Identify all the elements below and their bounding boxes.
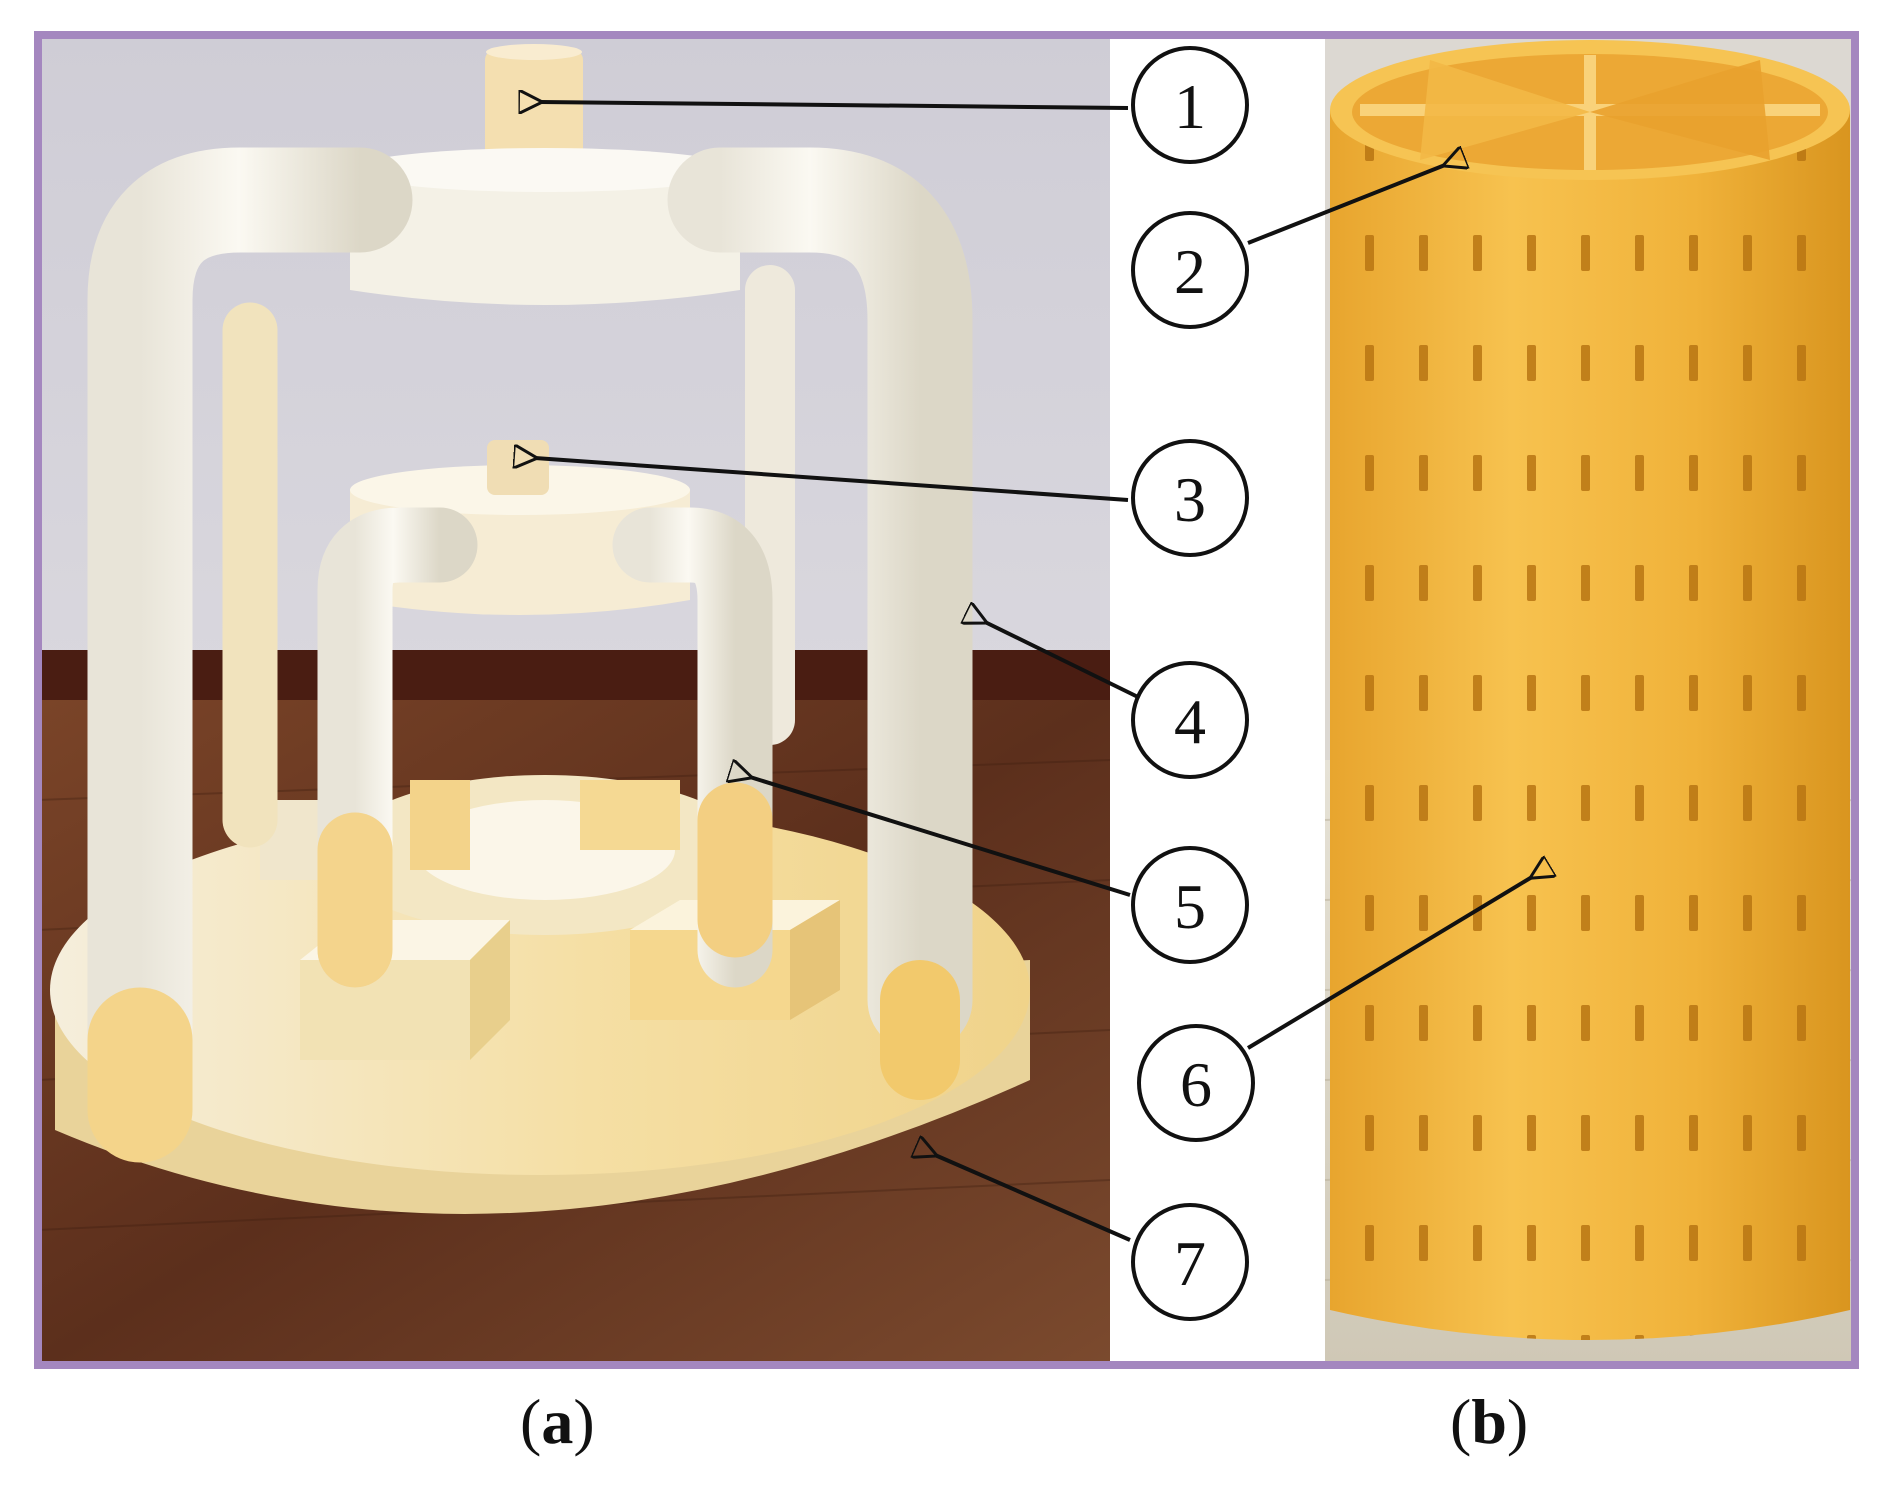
base-plate <box>50 775 1030 1214</box>
figure-frame <box>34 31 1859 1369</box>
callout-1: 1 <box>1131 46 1249 164</box>
label-b-letter: b <box>1471 1386 1507 1457</box>
svg-text:1: 1 <box>1174 71 1206 142</box>
panel-b-photo <box>1324 35 1856 1365</box>
label-b-open: ( <box>1450 1386 1472 1457</box>
callout-5: 5 <box>1131 846 1249 964</box>
arrow-6 <box>1246 877 1532 1050</box>
arrow-2 <box>1247 165 1445 245</box>
arrow-5 <box>750 777 1131 897</box>
callout-4: 4 <box>1131 661 1249 779</box>
upper-hub <box>350 44 740 305</box>
svg-text:5: 5 <box>1174 871 1206 942</box>
label-a-close: ) <box>573 1386 595 1457</box>
svg-text:7: 7 <box>1174 1228 1206 1299</box>
inner-pipes <box>317 507 773 988</box>
callout-7: 7 <box>1131 1203 1249 1321</box>
svg-text:6: 6 <box>1180 1049 1212 1120</box>
label-b-close: ) <box>1506 1386 1529 1457</box>
label-a-letter: a <box>541 1386 574 1457</box>
callout-markers: 1 2 3 4 5 6 7 <box>1131 46 1255 1321</box>
panel-label-a: (a) <box>520 1385 595 1459</box>
panel-a-photo <box>37 35 1111 1365</box>
callout-6: 6 <box>1137 1024 1255 1142</box>
svg-text:3: 3 <box>1174 464 1206 535</box>
arrow-1 <box>540 102 1129 108</box>
svg-text:4: 4 <box>1174 686 1206 757</box>
panel-label-b: (b) <box>1450 1385 1528 1459</box>
svg-text:2: 2 <box>1174 236 1206 307</box>
arrow-7 <box>935 1155 1131 1242</box>
slotted-cylinder <box>1330 40 1850 1340</box>
callout-3: 3 <box>1131 439 1249 557</box>
callout-arrows <box>535 102 1532 1242</box>
arrow-3 <box>535 458 1129 502</box>
arrow-4 <box>985 622 1141 700</box>
callout-2: 2 <box>1131 211 1249 329</box>
label-a-open: ( <box>520 1386 542 1457</box>
